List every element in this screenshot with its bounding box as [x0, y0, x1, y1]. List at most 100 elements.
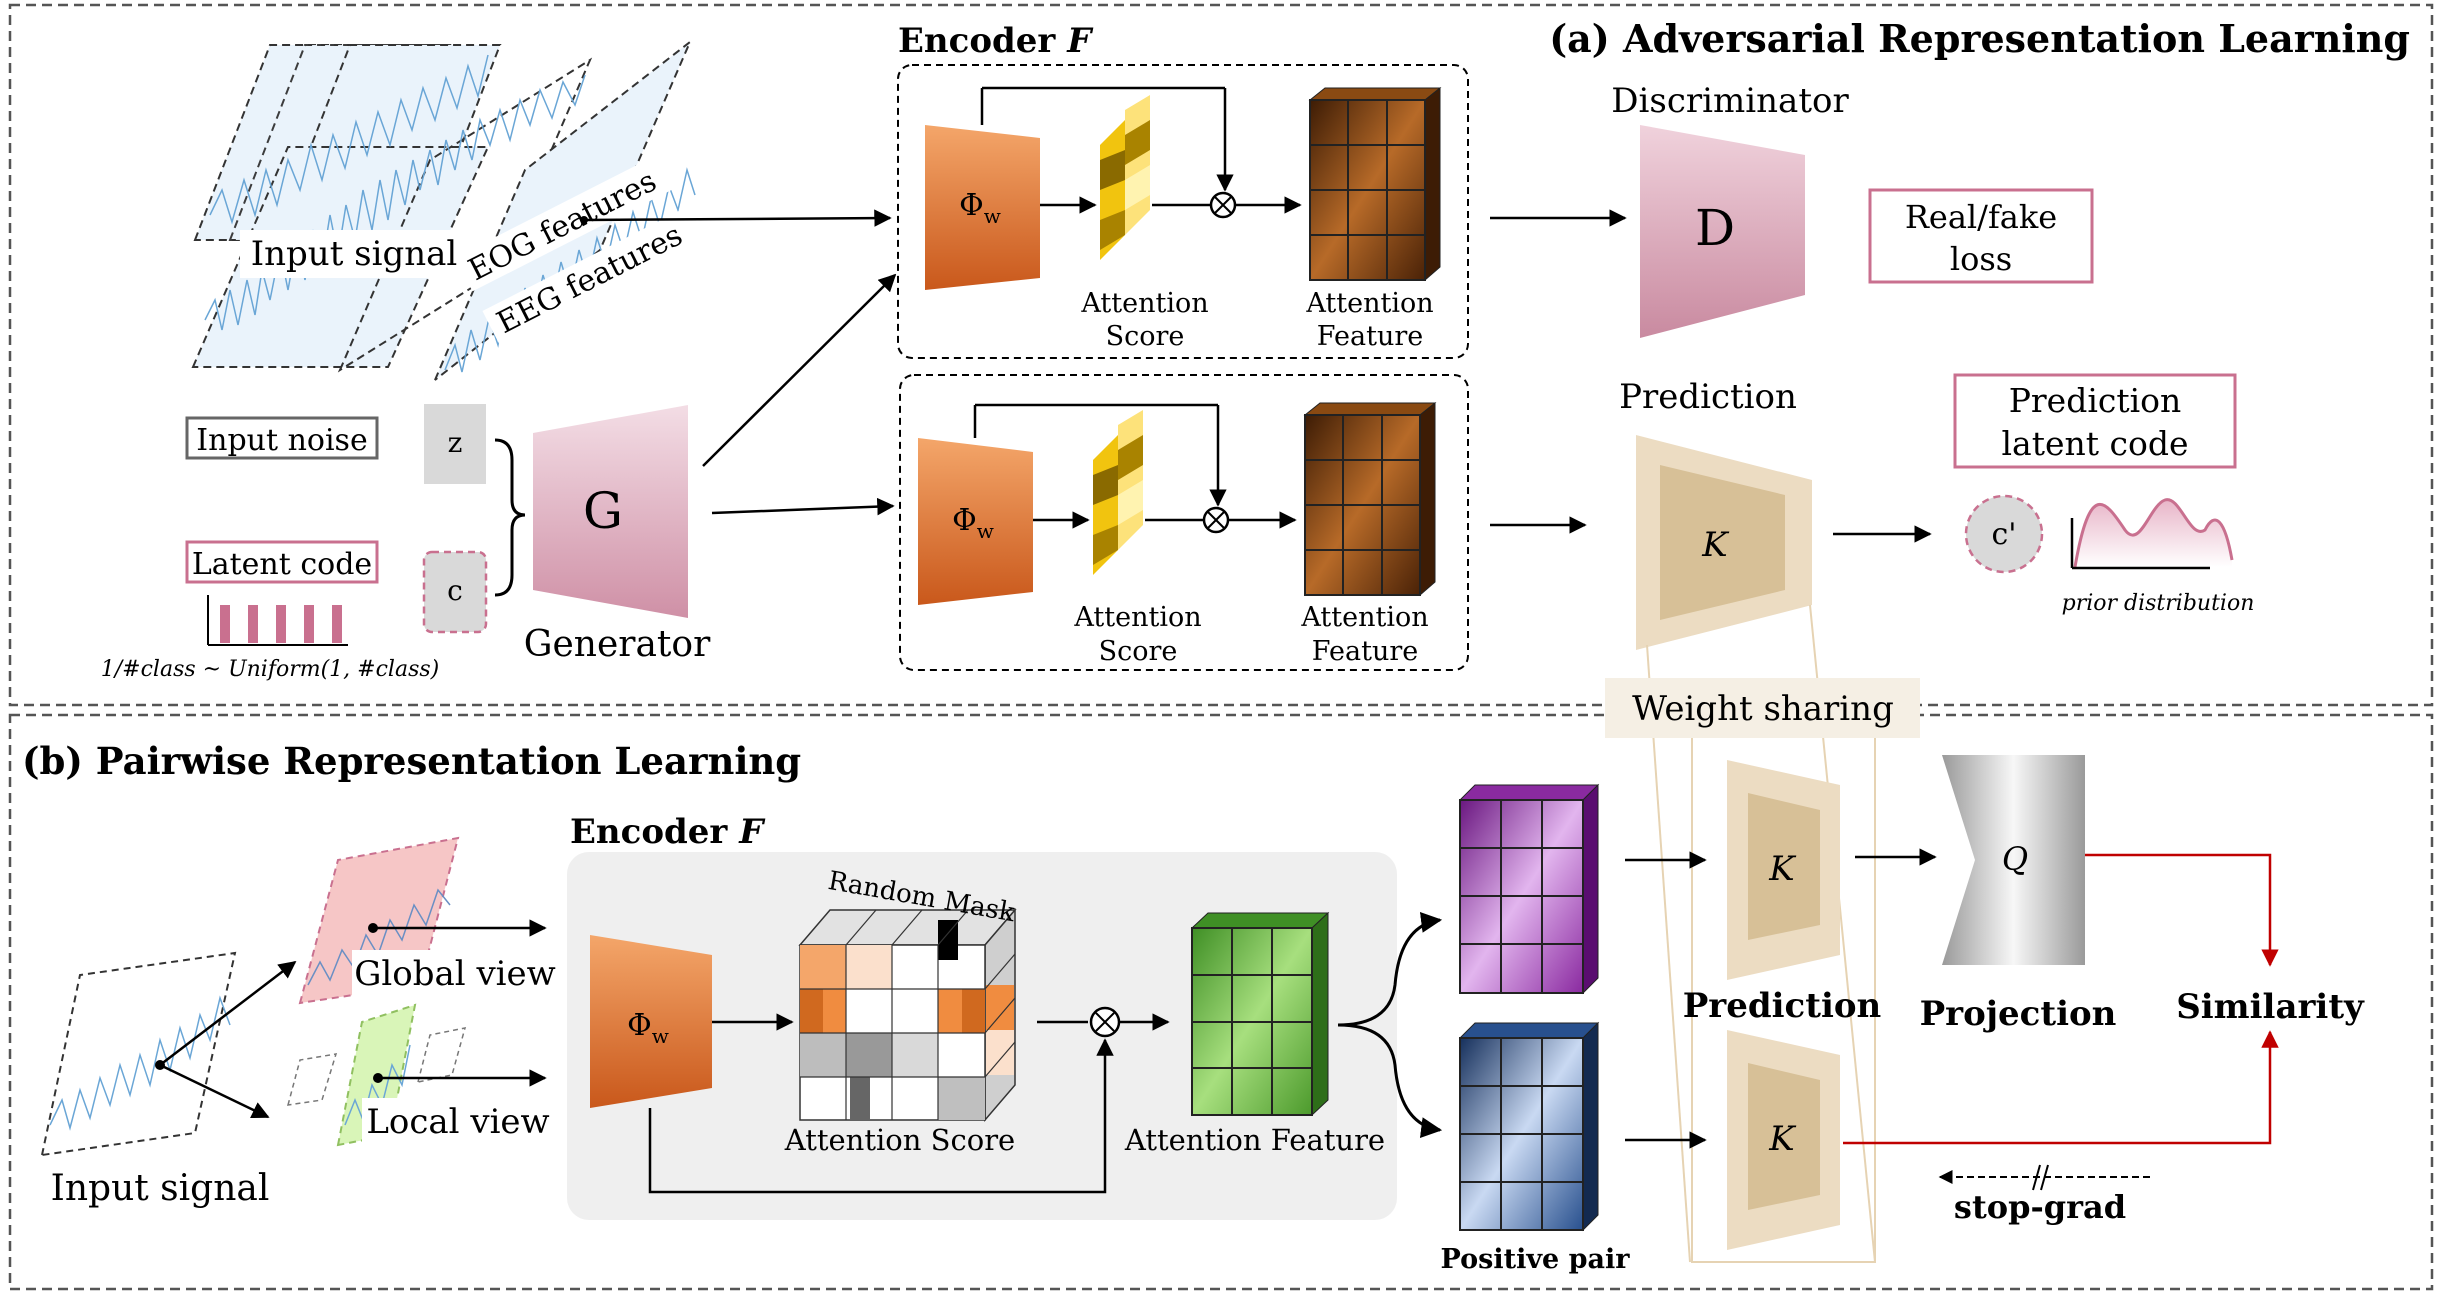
prediction-code-label-1: Prediction [2009, 381, 2182, 420]
c-box [422, 550, 488, 634]
predictor-k-a-inner [1660, 465, 1785, 620]
encoder-box-a-bottom [899, 374, 1469, 671]
discriminator-label: Discriminator [1611, 81, 1849, 121]
c-label: c [447, 574, 463, 607]
encoder-a-bottom: Φw Attention Score Attent [918, 401, 1437, 667]
attention-feature-label-a1: Attention [1305, 288, 1433, 319]
positive-pair-purple-cube [1458, 783, 1600, 995]
arrow-input-to-encoder [583, 209, 892, 227]
similarity-label: Similarity [2176, 987, 2365, 1027]
prior-distribution-plot [2070, 498, 2234, 570]
global-view-label: Global view [354, 954, 556, 994]
arrow-skip-b [648, 1038, 1114, 1194]
input-noise-label: Input noise [196, 423, 367, 458]
prediction-label-b: Prediction [1683, 986, 1882, 1026]
arrow-to-local [159, 1063, 270, 1119]
discriminator-shape [1640, 125, 1805, 338]
prediction-code-label-2: latent code [2001, 424, 2188, 463]
attention-feature-green [1190, 911, 1330, 1117]
weight-sharing-box [1605, 678, 1920, 738]
projection-label: Projection [1920, 994, 2117, 1034]
phi-encoder-shape-2 [918, 438, 1033, 605]
local-view-crop [286, 1003, 467, 1147]
real-fake-label-1: Real/fake [1905, 198, 2057, 236]
arrow-gen-to-encoder-bottom [711, 497, 895, 516]
attention-feature-label-a4: Feature [1312, 636, 1418, 667]
c-prime-label: c' [1991, 517, 2016, 552]
c-prime-circle [1964, 494, 2044, 574]
encoder-box-a-top [897, 64, 1469, 359]
split-arrow-bottom [1337, 1023, 1443, 1139]
local-view-label-bg [362, 1098, 554, 1144]
phi-label-2: Φw [952, 503, 994, 543]
latent-code-box [185, 540, 379, 584]
panel-a-title: (a) Adversarial Representation Learning [1549, 16, 2410, 61]
phi-encoder-shape [925, 125, 1040, 290]
random-mask-cube [798, 907, 1017, 1123]
red-arrow-bottom [1843, 1030, 2279, 1145]
encoder-label-a: Encoder F [898, 21, 1094, 61]
weight-sharing-label: Weight sharing [1632, 689, 1894, 729]
positive-pair-label: Positive pair [1441, 1244, 1631, 1275]
phi-label: Φw [959, 188, 1001, 228]
attention-score-label-b: Attention Score [784, 1123, 1015, 1157]
k-letter-b-top: K [1768, 849, 1797, 889]
phi-encoder-b [590, 935, 712, 1108]
z-label: z [448, 426, 463, 459]
attention-feature-cube-2 [1303, 401, 1437, 597]
input-signal-stack: Input signal EOG features EEG features [191, 41, 701, 381]
encoder-label-b: Encoder F [570, 812, 766, 852]
weight-sharing-line-left [1646, 644, 1691, 1263]
real-fake-label-2: loss [1950, 240, 2012, 278]
attention-score-label-a3: Attention [1073, 602, 1201, 633]
arrow-to-global [159, 960, 297, 1066]
input-signal-label-b: Input signal [51, 1168, 270, 1209]
attention-feature-cube [1308, 86, 1442, 282]
panel-a-frame [8, 3, 2434, 707]
attention-feature-label-a3: Attention [1300, 602, 1428, 633]
panel-b-frame [8, 713, 2434, 1291]
attention-score-map [1100, 95, 1150, 260]
panel-b-title: (b) Pairwise Representation Learning [22, 739, 801, 783]
predictor-k-b-bottom-inner [1748, 1063, 1820, 1210]
encoder-a-top: Φw Attention Score Attent [925, 86, 1442, 352]
input-noise-box [185, 416, 379, 460]
split-arrow-top [1337, 911, 1443, 1027]
latent-code-label: Latent code [192, 547, 372, 582]
real-fake-loss-box [1868, 188, 2094, 284]
brace [494, 438, 526, 597]
k-letter-b-bottom: K [1768, 1119, 1797, 1159]
attention-score-label-a1: Attention [1080, 288, 1208, 319]
prior-label: prior distribution [2062, 591, 2255, 616]
local-view-label: Local view [366, 1102, 549, 1142]
arrow-gen-to-encoder-top [702, 273, 897, 467]
prediction-latent-code-box [1953, 373, 2237, 469]
stop-grad-label: stop-grad [1954, 1188, 2126, 1226]
red-arrow-top [2085, 853, 2279, 967]
input-signal-b: Input signal [40, 951, 270, 1209]
predictor-k-b-top-inner [1748, 793, 1820, 940]
input-signal-label-a: Input signal [251, 234, 458, 274]
attention-feature-label-b: Attention Feature [1124, 1123, 1385, 1157]
phi-label-b: Φw [627, 1008, 669, 1048]
discriminator-letter: D [1695, 199, 1735, 257]
generator-letter: G [583, 482, 623, 540]
k-letter-a: K [1701, 525, 1730, 565]
z-box [424, 404, 486, 484]
attention-score-label-a2: Score [1106, 321, 1185, 352]
q-letter: Q [2002, 840, 2028, 878]
generator-shape [533, 405, 688, 618]
attention-feature-label-a2: Feature [1317, 321, 1423, 352]
positive-pair-blue-cube [1458, 1021, 1600, 1232]
generator-label: Generator [524, 624, 711, 665]
uniform-histogram [207, 595, 348, 646]
uniform-label: 1/#class ~ Uniform(1, #class) [101, 657, 439, 682]
global-view-label-bg [352, 950, 557, 996]
attention-score-map-2 [1093, 410, 1143, 575]
prediction-label-a: Prediction [1619, 377, 1797, 417]
projector-q-shape [1942, 755, 2085, 965]
signal-wave-a3 [209, 54, 489, 225]
attention-score-label-a4: Score [1099, 636, 1178, 667]
